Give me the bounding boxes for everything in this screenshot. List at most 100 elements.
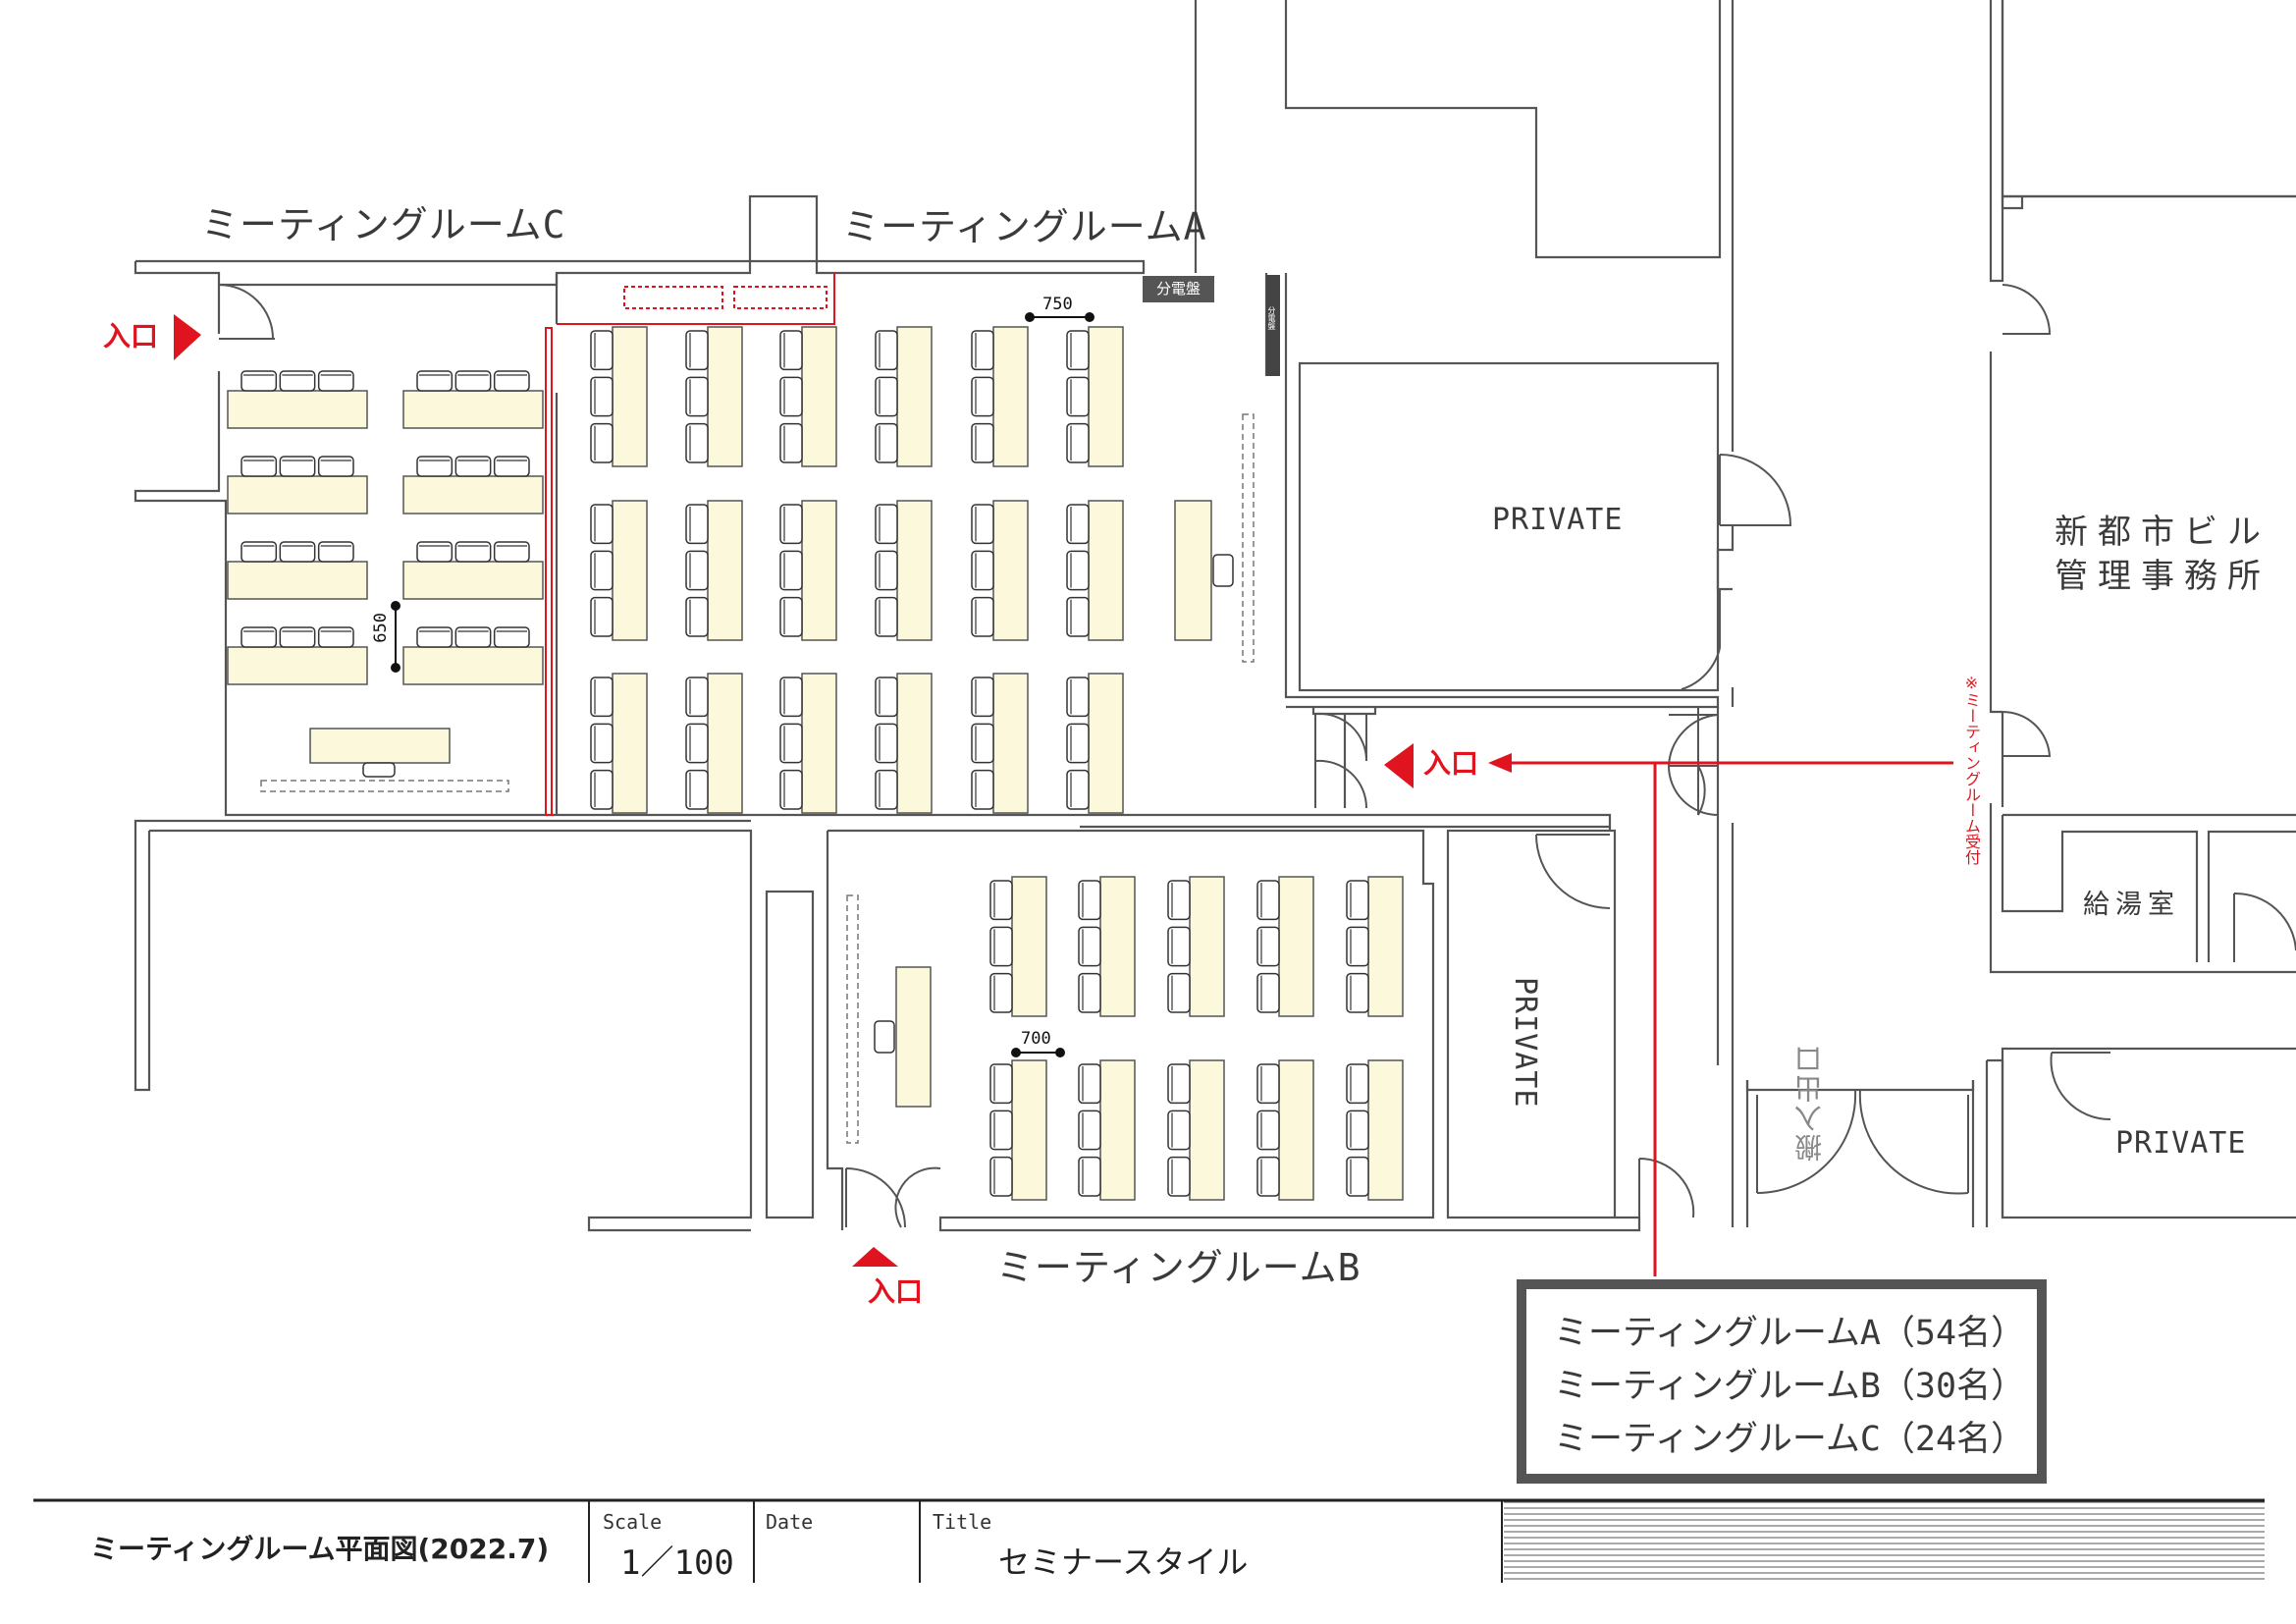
door-b [845,1166,941,1228]
chair [1167,880,1191,921]
chair [779,330,803,371]
private-b-label: PRIVATE [1508,977,1542,1109]
desk [1367,1059,1404,1201]
lecturer-desk [895,966,932,1108]
wall [828,829,1641,1232]
entrance-arrow [1384,743,1414,788]
door-office-2 [2002,710,2052,757]
wall [2207,830,2296,962]
chair [1066,422,1090,463]
chair [779,504,803,545]
desk [707,500,743,641]
chair [1078,1063,1101,1105]
chair [875,550,898,591]
door-a-east-1 [1314,714,1368,809]
chair [989,1110,1013,1151]
wall-pillar [765,890,815,1219]
chair [454,370,492,392]
chair [590,677,614,718]
chair [454,541,492,563]
desk [1099,1059,1136,1201]
desk [1088,326,1124,467]
chair [685,723,709,764]
wall [1745,1080,1975,1092]
chair [1256,1156,1280,1197]
chair [779,376,803,417]
chair [590,769,614,810]
wall [545,813,1612,829]
desk [1088,673,1124,814]
partition [557,273,835,325]
door-loading-2 [1858,1089,1969,1195]
loading-label: 搬入出口 [1793,1044,1826,1162]
scale-value: 1／100 [620,1543,734,1583]
lecturer-desk [309,728,451,764]
wall [1989,803,2296,974]
chair [779,769,803,810]
door-private-b-2 [1638,1157,1695,1218]
wall [133,371,545,817]
chair [416,541,454,563]
chair [875,376,898,417]
chair [971,723,994,764]
chair [685,550,709,591]
wall [133,194,1146,287]
stacked-chairs [733,286,828,309]
chair [1167,1063,1191,1105]
wall [1989,0,2296,283]
desk [227,646,368,685]
chair [1346,1063,1369,1105]
chair [1256,972,1280,1013]
desk [992,326,1029,467]
chair [989,1156,1013,1197]
chair [240,626,278,648]
chair [590,596,614,637]
chair [971,677,994,718]
chair [317,626,354,648]
wall [133,819,751,1092]
dim-750-label: 750 [1042,295,1073,314]
chair [1078,926,1101,967]
desk [992,500,1029,641]
title-block: ミーティングルーム平面図(2022.7) Scale 1／100 Date Ti… [31,1498,2265,1587]
chair [779,723,803,764]
lecturer-chair [1212,554,1234,587]
door-private-upper [1719,454,1792,526]
private-upper-label: PRIVATE [1492,503,1624,537]
chair [1167,1110,1191,1151]
chair [590,504,614,545]
chair [971,596,994,637]
chair [1066,376,1090,417]
desk [1278,876,1314,1017]
wall [1716,525,1735,591]
dim-700-label: 700 [1021,1029,1051,1049]
wall [149,829,753,1232]
chair [779,550,803,591]
chair [875,504,898,545]
chair [1346,972,1369,1013]
chair [779,677,803,718]
chair [1346,880,1369,921]
desk [612,326,648,467]
chair [1256,880,1280,921]
door-a-east-2 [1314,712,1368,762]
drawing-title: ミーティングルーム平面図(2022.7) [90,1533,550,1565]
desk [1189,876,1225,1017]
chair [1256,926,1280,967]
desk [227,561,368,600]
chair [279,541,316,563]
chair [1256,1063,1280,1105]
chair [685,769,709,810]
chair [1078,972,1101,1013]
desk [227,475,368,514]
wall [2001,815,2199,962]
chair [685,504,709,545]
chair [1066,677,1090,718]
desk [801,500,837,641]
chair [317,370,354,392]
desk [896,673,933,814]
wall [2001,0,2296,198]
scale-label: Scale [603,1510,663,1534]
office-label-2: 管理事務所 [2055,557,2270,596]
